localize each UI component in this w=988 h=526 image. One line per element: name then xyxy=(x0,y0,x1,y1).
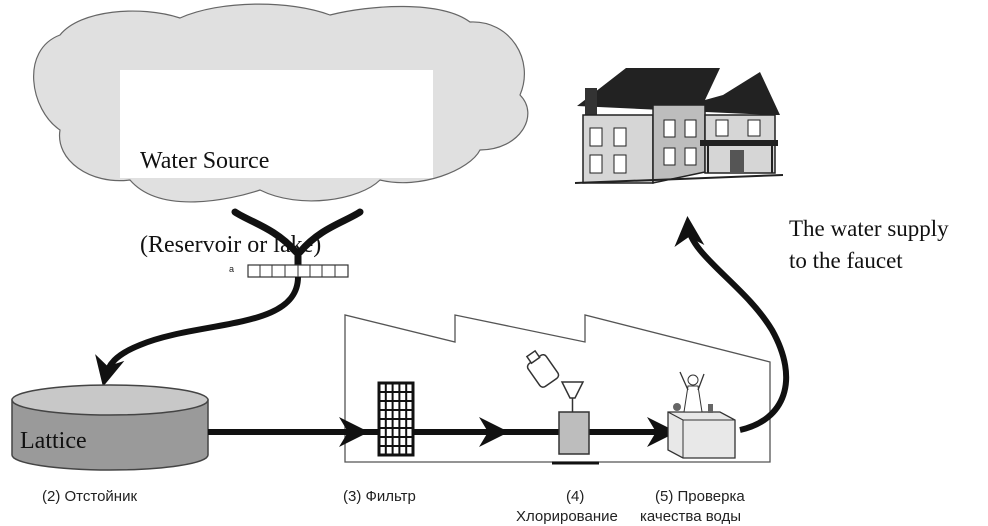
house-illustration xyxy=(574,68,784,184)
pipe-to-house xyxy=(674,216,790,433)
step-label-testing-line2: качества воды xyxy=(640,508,741,525)
step-label-sedimentation: (2) Отстойник xyxy=(42,488,137,505)
tank-label: Lattice xyxy=(20,428,87,454)
outflow-pipe-right xyxy=(296,208,364,256)
water-source-title: Water Source xyxy=(140,148,269,174)
chlorination-apparatus xyxy=(525,349,599,465)
filter-grid xyxy=(377,381,415,457)
outflow-pipe-left xyxy=(231,208,300,256)
step-label-testing-line1: (5) Проверка xyxy=(655,488,745,505)
supply-label-line1: The water supply xyxy=(789,216,949,241)
step-label-chlorination: Хлорирование xyxy=(516,508,618,525)
pipe-to-tank xyxy=(95,276,301,387)
grate-mark: a xyxy=(229,264,234,274)
lab-testing-station xyxy=(667,371,736,459)
intake-grate xyxy=(247,264,349,278)
supply-label-line2: to the faucet xyxy=(789,248,903,273)
water-source-subtitle: (Reservoir or lake) xyxy=(140,232,321,258)
step-label-chlorination-number: (4) xyxy=(566,488,584,505)
step-label-filter: (3) Фильтр xyxy=(343,488,416,505)
sedimentation-tank xyxy=(11,384,209,471)
water-source-label-box xyxy=(120,70,433,178)
